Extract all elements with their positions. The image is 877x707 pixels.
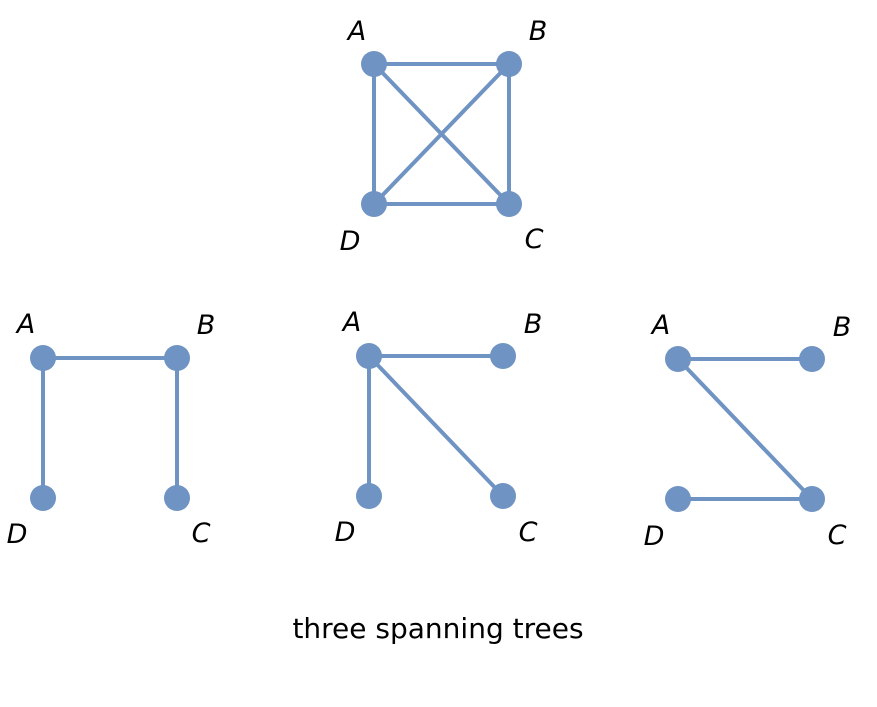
node-label-b: B [524,309,543,340]
node-label-d: D [7,519,28,550]
node-label-d: D [335,517,356,548]
edge-a-c [676,357,814,501]
node-a [30,345,56,371]
spanning-tree-1: A B C D [7,309,216,550]
node-label-a: A [15,309,35,340]
node-label-a: A [650,310,670,341]
node-label-b: B [833,312,852,343]
node-d [361,191,387,217]
complete-graph: A B C D [340,16,548,257]
edge-a-c [367,354,505,498]
node-c [164,485,190,511]
node-b [496,51,522,77]
spanning-tree-3: A B C D [644,310,852,552]
node-a [356,343,382,369]
node-b [490,343,516,369]
node-label-a: A [341,307,361,338]
node-a [665,346,691,372]
edge-b-d [372,62,511,206]
node-label-c: C [192,518,211,549]
node-label-c: C [519,517,538,548]
node-label-c: C [828,520,847,551]
node-c [799,486,825,512]
node-label-c: C [525,224,544,255]
node-c [490,483,516,509]
node-b [799,346,825,372]
node-label-b: B [529,16,548,47]
node-c [496,191,522,217]
node-b [164,345,190,371]
node-d [30,485,56,511]
caption: three spanning trees [292,612,583,645]
node-label-d: D [644,521,665,552]
node-label-d: D [340,226,361,257]
node-label-b: B [197,310,216,341]
node-a [361,51,387,77]
node-label-a: A [346,16,366,47]
node-d [356,483,382,509]
spanning-tree-2: A B C D [335,307,543,548]
node-d [665,486,691,512]
